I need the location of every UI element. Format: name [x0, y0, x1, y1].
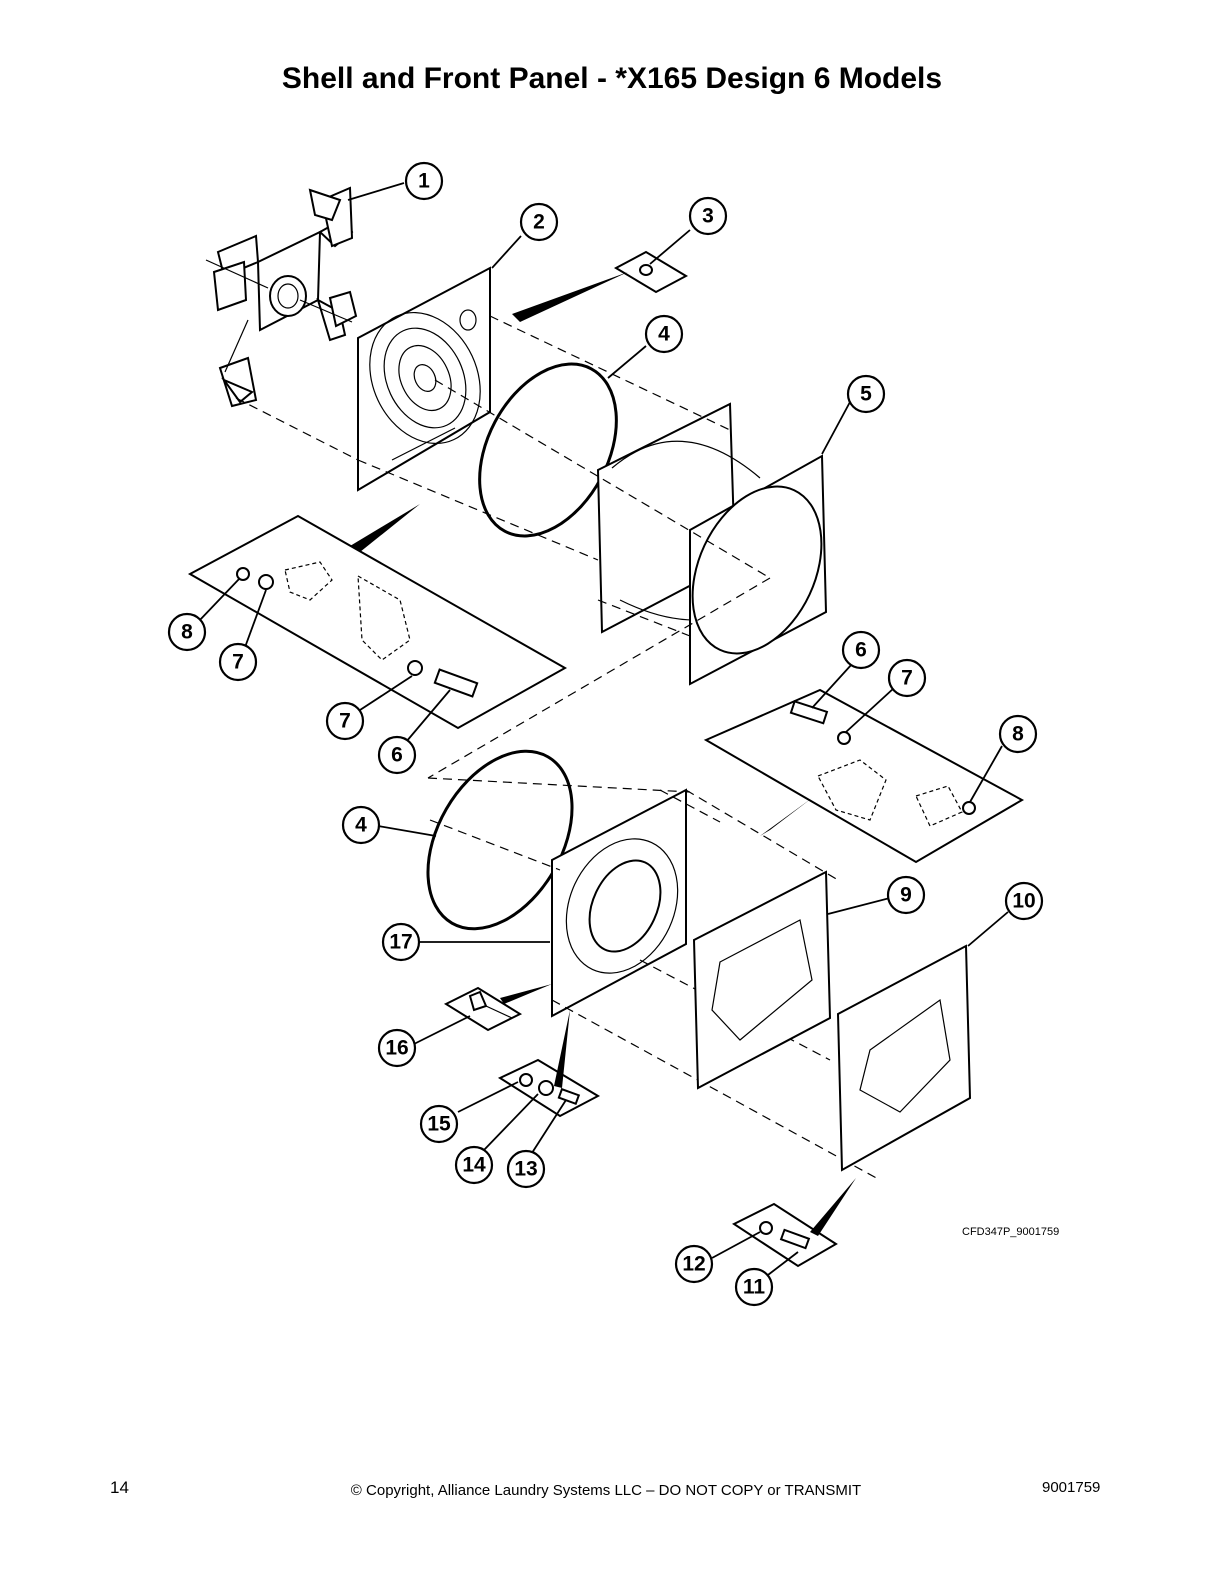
part-3-inset	[512, 250, 689, 322]
front-frame-plate-part	[692, 870, 832, 1090]
callout-15: 15	[419, 1104, 459, 1144]
diagram-reference-code: CFD347P_9001759	[962, 1226, 1060, 1238]
callout-10: 10	[1004, 881, 1044, 921]
svg-text:7: 7	[901, 667, 913, 690]
svg-text:13: 13	[514, 1158, 537, 1181]
parts-11-12-inset	[731, 1178, 856, 1268]
callout-14: 14	[454, 1145, 494, 1185]
callout-7-right: 7	[887, 658, 927, 698]
callout-2: 2	[519, 202, 559, 242]
svg-text:16: 16	[385, 1037, 408, 1060]
callout-1: 1	[404, 161, 444, 201]
part-16-inset	[443, 984, 552, 1032]
callout-7-left-b: 7	[325, 701, 365, 741]
callout-16: 16	[377, 1028, 417, 1068]
callout-4-upper: 4	[644, 314, 684, 354]
callout-8-right: 8	[998, 714, 1038, 754]
svg-text:7: 7	[232, 651, 244, 674]
callout-5: 5	[846, 374, 886, 414]
svg-text:17: 17	[389, 931, 412, 954]
callout-6-left: 6	[377, 735, 417, 775]
callout-4-lower: 4	[341, 805, 381, 845]
callout-8-left: 8	[167, 612, 207, 652]
page-title: Shell and Front Panel - *X165 Design 6 M…	[281, 62, 943, 95]
page-number: 14	[110, 1478, 129, 1497]
svg-text:1: 1	[418, 170, 430, 193]
rear-spider-part	[205, 186, 358, 408]
svg-text:15: 15	[427, 1113, 451, 1136]
svg-text:6: 6	[391, 744, 403, 767]
callout-17: 17	[381, 922, 421, 962]
leader-lines	[197, 182, 1009, 1279]
callout-9: 9	[886, 875, 926, 915]
copyright-notice: © Copyright, Alliance Laundry Systems LL…	[350, 1482, 862, 1499]
outer-front-panel-part	[836, 944, 972, 1172]
svg-text:9: 9	[900, 884, 912, 907]
svg-text:12: 12	[682, 1253, 705, 1276]
callout-11: 11	[734, 1267, 774, 1307]
callout-6-right: 6	[841, 630, 881, 670]
svg-text:3: 3	[702, 205, 714, 228]
upper-alignment-lines	[235, 315, 771, 793]
svg-text:7: 7	[339, 710, 351, 733]
left-hardware-inset	[187, 504, 568, 730]
svg-text:4: 4	[658, 323, 670, 346]
svg-text:10: 10	[1012, 890, 1035, 913]
svg-text:14: 14	[462, 1154, 486, 1177]
svg-text:6: 6	[855, 639, 867, 662]
callout-3: 3	[688, 196, 728, 236]
document-number: 9001759	[1042, 1479, 1101, 1496]
cylinder-shell-part	[596, 402, 828, 686]
right-hardware-inset	[703, 688, 1025, 864]
front-panel-part	[551, 788, 687, 1018]
callout-13: 13	[506, 1149, 546, 1189]
svg-text:11: 11	[743, 1276, 766, 1299]
parts-13-15-inset	[497, 1010, 601, 1118]
svg-text:4: 4	[355, 814, 367, 837]
svg-text:2: 2	[533, 211, 545, 234]
callout-12: 12	[674, 1244, 714, 1284]
svg-text:8: 8	[181, 621, 193, 644]
rear-panel-part	[357, 266, 491, 492]
callout-7-left-a: 7	[218, 642, 258, 682]
svg-text:8: 8	[1012, 723, 1024, 746]
svg-text:5: 5	[860, 383, 872, 406]
